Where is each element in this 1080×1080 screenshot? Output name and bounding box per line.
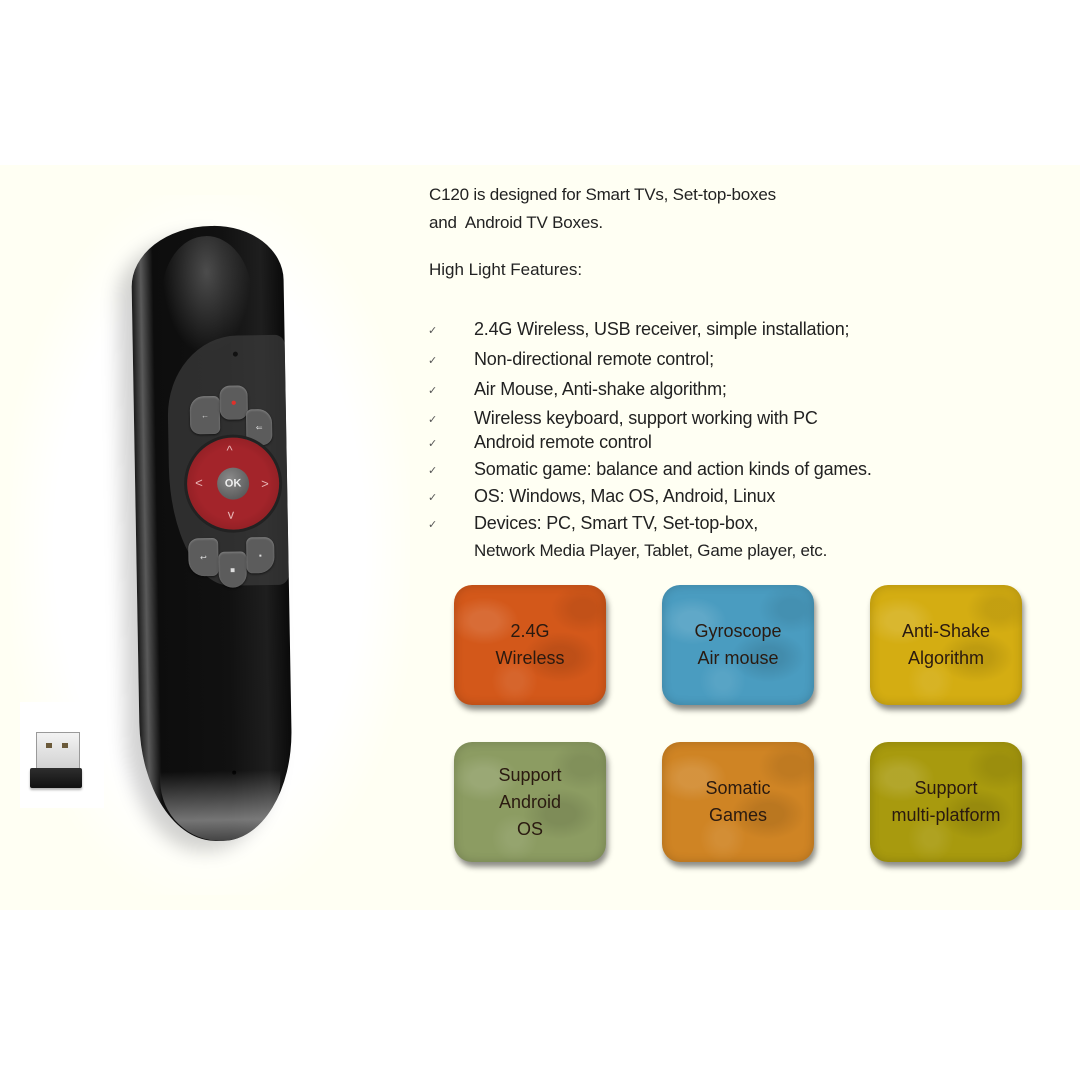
tile-support-android-os: Support Android OS (454, 742, 606, 862)
tile-anti-shake-algorithm: Anti-Shake Algorithm (870, 585, 1022, 705)
tile-label: Support Android OS (498, 764, 562, 839)
usb-dongle-body (30, 768, 82, 788)
check-icon: ✓ (428, 385, 438, 397)
check-icon: ✓ (428, 355, 438, 367)
feature-text: Non-directional remote control; (474, 349, 714, 369)
tile-2-4g-wireless: 2.4G Wireless (454, 585, 606, 705)
feature-text: Android remote control (474, 432, 652, 452)
tile-gyroscope-air-mouse: Gyroscope Air mouse (662, 585, 814, 705)
features-heading: High Light Features: (429, 260, 583, 279)
tile-label: Anti-Shake Algorithm (901, 621, 991, 668)
home-key-icon: ■ (218, 551, 247, 588)
usb-contact (62, 743, 68, 748)
return-key-icon: ↩ (188, 537, 219, 577)
tile-label: Support multi-platform (891, 778, 1001, 825)
feature-text: Somatic game: balance and action kinds o… (474, 459, 872, 479)
feature-text: Devices: PC, Smart TV, Set-top-box, (474, 513, 759, 533)
back-key-icon: ← (189, 395, 221, 435)
dpad-left-icon: < (194, 475, 203, 491)
check-icon: ✓ (428, 492, 438, 504)
feature-text: OS: Windows, Mac OS, Android, Linux (474, 486, 776, 506)
feature-text: Wireless keyboard, support working with … (474, 408, 818, 428)
tile-somatic-games: Somatic Games (662, 742, 814, 862)
tile-label: Somatic Games (705, 778, 771, 825)
feature-text-continuation: Network Media Player, Tablet, Game playe… (474, 541, 828, 560)
check-icon: ✓ (428, 414, 438, 426)
check-icon: ✓ (428, 438, 438, 450)
check-icon: ✓ (428, 325, 438, 337)
tile-label: Gyroscope Air mouse (694, 621, 782, 668)
intro-line-2: and Android TV Boxes. (429, 213, 603, 232)
ok-button-icon: OK (216, 467, 250, 500)
feature-text: 2.4G Wireless, USB receiver, simple inst… (474, 319, 850, 339)
intro-line-1: C120 is designed for Smart TVs, Set-top-… (429, 185, 776, 204)
usb-connector (36, 732, 80, 771)
air-mouse-remote-image: ← ● ⇐ ^ v < > OK ↩ ■ ▪ (130, 224, 294, 843)
tile-label: 2.4G Wireless (495, 621, 565, 668)
dpad-right-icon: > (261, 476, 269, 492)
feature-text: Air Mouse, Anti-shake algorithm; (474, 379, 727, 399)
check-icon: ✓ (428, 465, 438, 477)
usb-receiver-image (20, 702, 104, 808)
dpad-up-icon: ^ (226, 442, 233, 458)
tile-support-multi-platform: Support multi-platform (870, 742, 1022, 862)
power-key-icon: ● (219, 385, 249, 420)
dpad-down-icon: v (227, 506, 235, 522)
microphone-hole (232, 351, 238, 357)
product-intro: C120 is designed for Smart TVs, Set-top-… (429, 181, 776, 237)
check-icon: ✓ (428, 519, 438, 531)
usb-contact (46, 743, 52, 748)
